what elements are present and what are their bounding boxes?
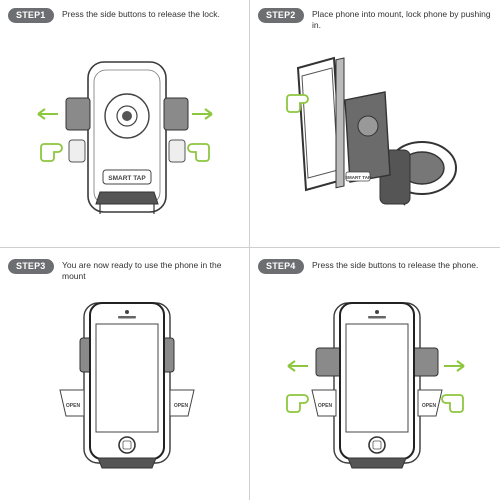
panel-divider-horizontal [0,247,500,248]
step-3-instruction: You are now ready to use the phone in th… [62,260,222,281]
step-3-panel: STEP3 You are now ready to use the phone… [0,248,250,498]
arrow-left-icon [37,108,58,120]
step-1-panel: STEP1 Press the side buttons to release … [0,0,250,250]
step-2-badge: STEP2 [258,8,304,23]
open-label-left: OPEN [66,403,81,409]
phone-icon [339,302,415,460]
brand-label-small: SMART TAP [345,175,371,180]
arrow-right-icon [192,108,213,120]
open-label-right: OPEN [174,403,189,409]
step-2-instruction: Place phone into mount, lock phone by pu… [312,9,491,30]
arrow-right-icon [444,360,465,372]
step-1-badge: STEP1 [8,8,54,23]
panel-divider-vertical [249,0,250,500]
step-3-illustration: OPEN OPEN [59,302,195,469]
hand-pointing-right-icon [286,394,309,413]
open-label-right: OPEN [422,403,437,409]
step-2-panel: STEP2 Place phone into mount, lock phone… [250,0,500,250]
step-2-illustration: SMART TAP [286,56,457,206]
open-label-left: OPEN [318,403,333,409]
brand-label: SMART TAP [108,175,146,182]
step-1-illustration: SMART TAP [37,61,213,214]
hand-pointing-right-icon [286,94,309,113]
step-1-instruction: Press the side buttons to release the lo… [62,9,220,19]
hand-pointing-left-icon [441,394,464,413]
step-4-badge: STEP4 [258,259,304,274]
hand-pointing-left-icon [187,143,210,162]
step-4-instruction: Press the side buttons to release the ph… [312,260,479,270]
step-4-illustration: OPEN OPEN [286,302,465,469]
step-3-badge: STEP3 [8,259,54,274]
step-4-panel: STEP4 Press the side buttons to release … [250,248,500,498]
arrow-left-icon [287,360,308,372]
phone-icon [89,302,165,460]
hand-pointing-right-icon [40,143,63,162]
